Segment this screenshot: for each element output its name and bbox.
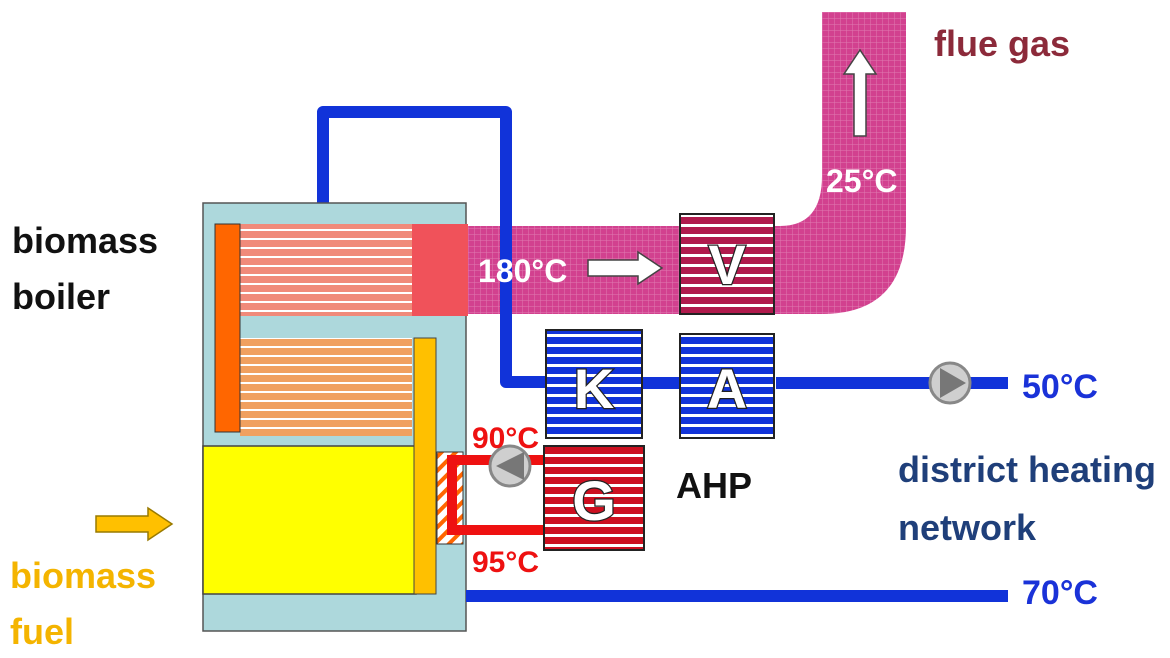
component-g-box <box>543 445 645 551</box>
supply-pipe <box>466 590 1008 602</box>
lower-heat-exchanger <box>240 338 412 436</box>
component-k-label: K <box>574 357 614 420</box>
temp-loop-return: 95°C <box>472 546 539 579</box>
label-fuel-line2: fuel <box>10 611 74 652</box>
temp-loop-hot: 90°C <box>472 422 539 455</box>
boiler-top-pipe <box>317 106 548 388</box>
label-district-line1: district heating <box>898 449 1156 490</box>
component-g-label: G <box>572 469 616 532</box>
label-district-line2: network <box>898 507 1037 548</box>
return-pipe-right <box>776 377 1008 389</box>
fuel-box <box>202 445 417 595</box>
fuel-arrow-icon <box>95 506 174 542</box>
temp-flue-mid: 180°C <box>478 253 567 289</box>
orange-bar <box>214 223 241 433</box>
upper-heat-exchanger <box>240 224 412 316</box>
temp-return-in: 50°C <box>1022 368 1098 406</box>
temp-flue-exit: 25°C <box>826 163 898 199</box>
label-boiler-line2: boiler <box>12 276 110 317</box>
arrow-up-icon <box>842 48 878 137</box>
amber-bar <box>413 337 437 595</box>
pump-icon <box>488 444 532 488</box>
label-ahp: AHP <box>676 465 752 506</box>
arrow-right-icon <box>587 250 664 286</box>
return-pipe <box>640 377 680 389</box>
label-flue-gas: flue gas <box>934 23 1070 64</box>
temp-supply-out: 70°C <box>1022 574 1098 612</box>
component-v-label: V <box>708 233 745 296</box>
component-a-label: A <box>707 357 747 420</box>
label-fuel-line1: biomass <box>10 555 156 596</box>
component-a-box <box>679 333 775 439</box>
pump-icon <box>928 361 972 405</box>
label-boiler-line1: biomass <box>12 220 158 261</box>
hot-gas-box <box>412 224 468 316</box>
flue-gas-duct <box>412 12 906 314</box>
component-v-box <box>679 213 775 315</box>
component-k-box <box>545 329 643 439</box>
